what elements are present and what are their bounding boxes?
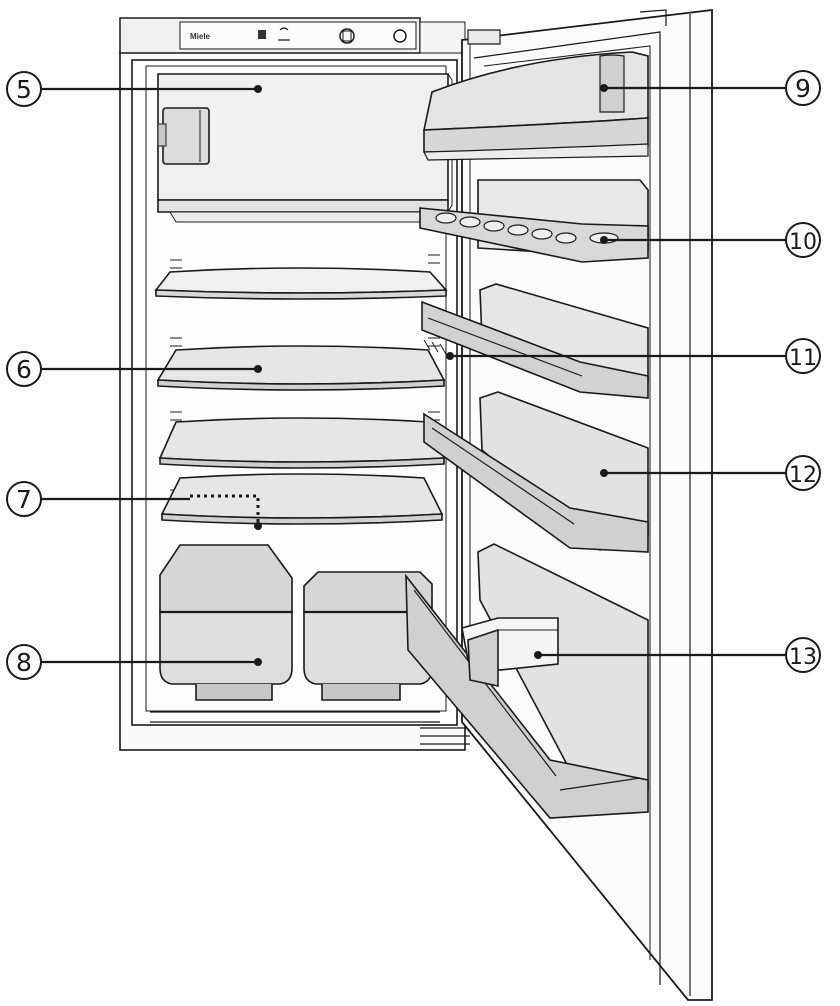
glass-shelf-1 xyxy=(154,267,448,300)
callout-8: 8 xyxy=(6,644,42,680)
callout-label-11: 11 xyxy=(789,346,817,371)
anchor-dot-6 xyxy=(254,365,262,373)
control-panel: Miele xyxy=(119,17,466,54)
power-button xyxy=(393,29,407,43)
anchor-dot-7 xyxy=(254,522,262,530)
callout-label-13: 13 xyxy=(789,645,817,670)
glass-shelf-3 xyxy=(158,417,446,469)
anchor-dot-12 xyxy=(600,469,608,477)
leader-lines xyxy=(41,86,786,664)
callout-label-6: 6 xyxy=(16,355,32,384)
callout-label-5: 5 xyxy=(16,75,32,104)
callout-label-8: 8 xyxy=(16,648,32,677)
anchor-dot-10 xyxy=(600,236,608,244)
light-icon xyxy=(278,27,290,41)
callout-label-9: 9 xyxy=(795,74,811,103)
leader-dots xyxy=(254,84,608,666)
crisper-drawer-left xyxy=(159,544,293,701)
door-shelf-upper xyxy=(421,283,649,399)
callout-7: 7 xyxy=(6,481,42,517)
callout-label-12: 12 xyxy=(789,463,817,488)
leader-line-7-dotted xyxy=(190,494,260,524)
bottle-divider xyxy=(461,617,559,687)
anchor-dot-5 xyxy=(254,85,262,93)
anchor-dot-13 xyxy=(534,651,542,659)
butter-compartment xyxy=(423,51,649,161)
anchor-dot-8 xyxy=(254,658,262,666)
bottle-shelf xyxy=(405,543,649,819)
crisper-drawer-right xyxy=(303,571,433,701)
anchor-dot-11 xyxy=(446,352,454,360)
brand-logo: Miele xyxy=(190,32,211,41)
callout-11: 11 xyxy=(785,338,821,374)
cabinet-floor xyxy=(150,711,440,723)
callout-6: 6 xyxy=(6,351,42,387)
glass-shelf-4 xyxy=(160,473,444,525)
glass-shelf-2 xyxy=(156,345,446,391)
callout-5: 5 xyxy=(6,71,42,107)
callouts: 5 6 7 8 9 10 11 12 xyxy=(6,70,821,680)
door-hinge-bottom xyxy=(420,727,470,745)
callout-13: 13 xyxy=(785,637,821,673)
callout-9: 9 xyxy=(785,70,821,106)
ice-box xyxy=(162,107,210,165)
freezer-compartment xyxy=(157,73,453,223)
control-button xyxy=(258,30,266,39)
callout-label-7: 7 xyxy=(16,485,32,514)
anchor-dot-9 xyxy=(600,84,608,92)
door-shelf-middle xyxy=(423,391,649,553)
callout-10: 10 xyxy=(785,222,821,258)
callout-12: 12 xyxy=(785,455,821,491)
callout-label-10: 10 xyxy=(789,230,817,255)
